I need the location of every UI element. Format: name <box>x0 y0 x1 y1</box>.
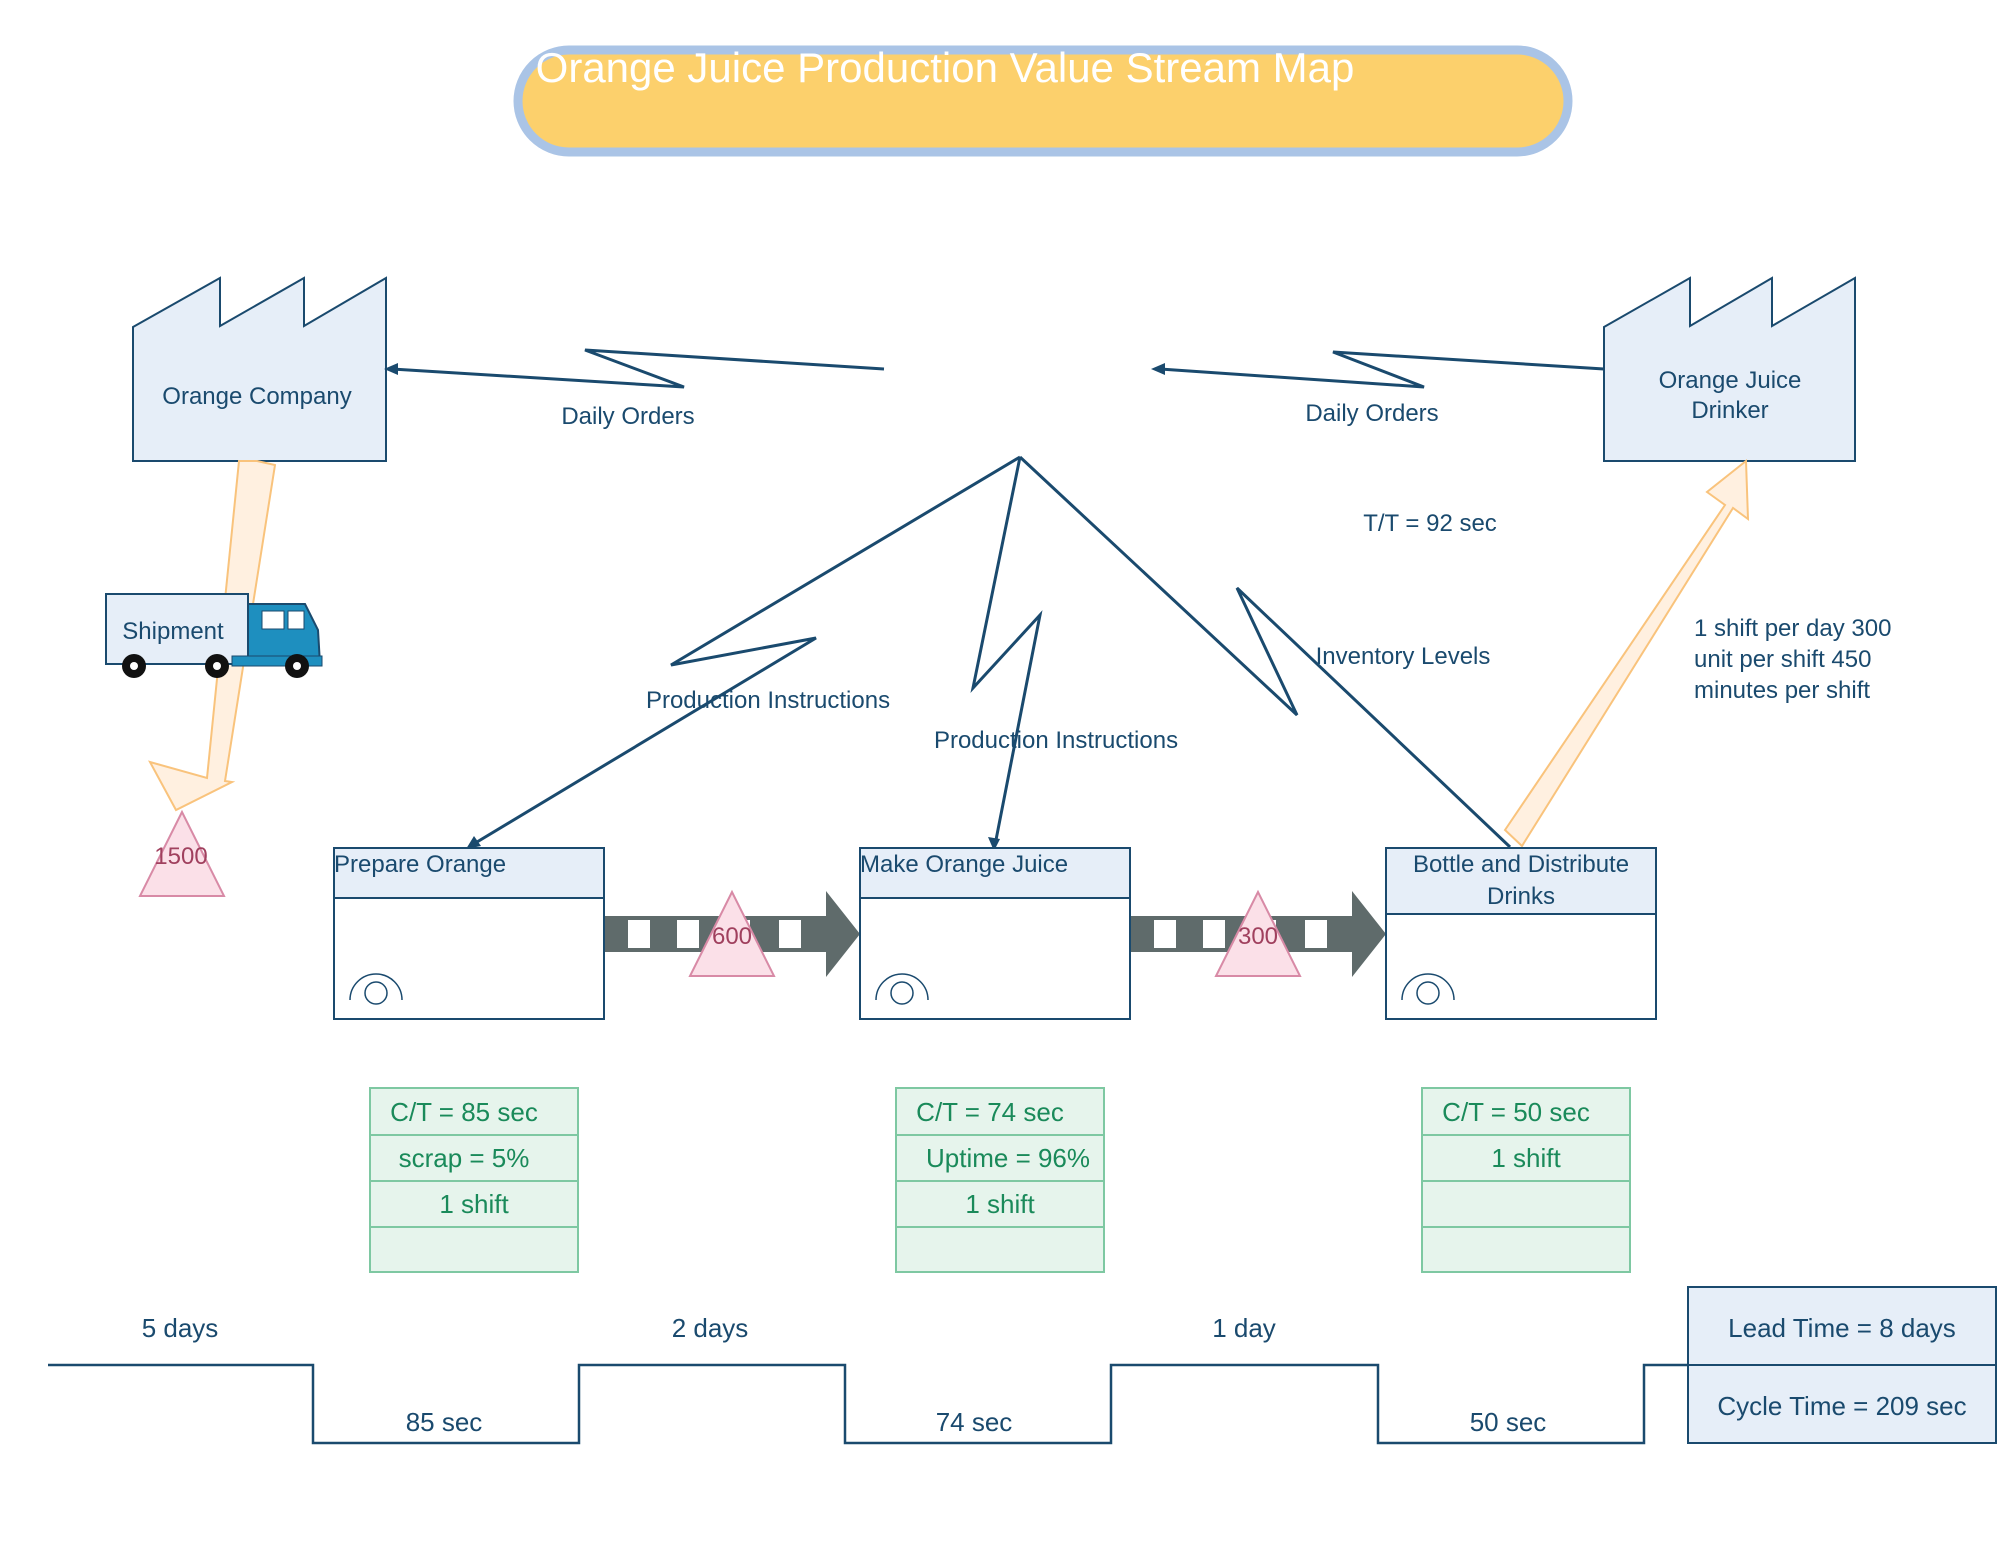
process-time-3: 50 sec <box>1470 1407 1547 1437</box>
process-time-2: 74 sec <box>936 1407 1013 1437</box>
data-box-3: C/T = 50 sec 1 shift <box>1421 1087 1631 1273</box>
data-box-2-row-1: C/T = 74 sec <box>916 1097 1064 1127</box>
production-instructions-label-1: Production Instructions <box>646 687 890 714</box>
process-1-title: Prepare Orange <box>334 851 506 878</box>
process-time-1: 85 sec <box>406 1407 483 1437</box>
supplier-shipment-arrow <box>147 460 277 812</box>
lead-time: Lead Time = 8 days <box>1728 1313 1956 1343</box>
inventory-2: 300 <box>1214 889 1302 977</box>
production-instructions-signal-1 <box>466 455 1021 849</box>
title-banner: Orange Juice Production Value Stream Map <box>513 44 1573 157</box>
process-3-title-line2: Drinks <box>1487 883 1555 910</box>
supplier-label: Orange Company <box>162 383 351 410</box>
supplier-factory: Orange Company <box>132 276 387 462</box>
process-box-3: Bottle and Distribute Drinks <box>1385 847 1657 1020</box>
wait-time-2: 2 days <box>672 1313 749 1343</box>
customer-label-line2: Drinker <box>1691 397 1768 424</box>
inventory-levels-label: Inventory Levels <box>1316 643 1491 670</box>
customer-shipment-arrow <box>1503 458 1750 848</box>
customer-demand-line3: minutes per shift <box>1694 677 1870 704</box>
diagram-title: Orange Juice Production Value Stream Map <box>536 44 1355 91</box>
operator-icon <box>349 973 403 1005</box>
customer-label-line1: Orange Juice <box>1659 367 1802 394</box>
data-box-2-row-3: 1 shift <box>965 1189 1035 1219</box>
data-box-2-row-2: Uptime = 96% <box>926 1143 1090 1173</box>
daily-orders-left-signal <box>384 348 885 389</box>
inventory-2-value: 300 <box>1238 923 1278 950</box>
takt-time: T/T = 92 sec <box>1363 510 1497 537</box>
truck-icon <box>105 593 323 678</box>
daily-orders-right-label: Daily Orders <box>1305 400 1438 427</box>
timeline-ladder <box>48 1363 1688 1445</box>
data-box-3-row-2: 1 shift <box>1491 1143 1561 1173</box>
production-instructions-signal-2 <box>970 456 1043 851</box>
customer-demand-line2: unit per shift 450 <box>1694 646 1871 673</box>
wait-time-1: 5 days <box>142 1313 219 1343</box>
shipment-label: Shipment <box>122 618 224 645</box>
inventory-start: 1500 <box>138 809 226 897</box>
operator-icon <box>875 973 929 1005</box>
data-box-1-row-1: C/T = 85 sec <box>390 1097 538 1127</box>
timeline-summary: Lead Time = 8 days Cycle Time = 209 sec <box>1687 1286 1997 1444</box>
data-box-1-row-3: 1 shift <box>439 1189 509 1219</box>
inventory-1-value: 600 <box>712 923 752 950</box>
daily-orders-left-label: Daily Orders <box>561 403 694 430</box>
customer-factory: Orange Juice Drinker <box>1603 276 1856 462</box>
process-2-title: Make Orange Juice <box>860 851 1068 878</box>
inventory-1: 600 <box>688 889 776 977</box>
data-box-3-row-1: C/T = 50 sec <box>1442 1097 1590 1127</box>
daily-orders-right-signal <box>1151 350 1605 389</box>
customer-demand-line1: 1 shift per day 300 <box>1694 615 1891 642</box>
data-box-1-row-2: scrap = 5% <box>399 1143 530 1173</box>
inventory-levels-signal <box>1018 455 1512 849</box>
production-instructions-label-2: Production Instructions <box>934 727 1178 754</box>
push-arrow-1 <box>603 891 860 977</box>
wait-time-3: 1 day <box>1212 1313 1276 1343</box>
operator-icon <box>1401 973 1455 1005</box>
data-box-1: C/T = 85 sec scrap = 5% 1 shift <box>369 1087 579 1273</box>
process-3-title-line1: Bottle and Distribute <box>1413 851 1629 878</box>
inventory-start-value: 1500 <box>154 843 207 870</box>
data-box-2: C/T = 74 sec Uptime = 96% 1 shift <box>895 1087 1105 1273</box>
process-box-2: Make Orange Juice <box>859 847 1131 1020</box>
cycle-time: Cycle Time = 209 sec <box>1717 1391 1966 1421</box>
process-box-1: Prepare Orange <box>333 847 605 1020</box>
